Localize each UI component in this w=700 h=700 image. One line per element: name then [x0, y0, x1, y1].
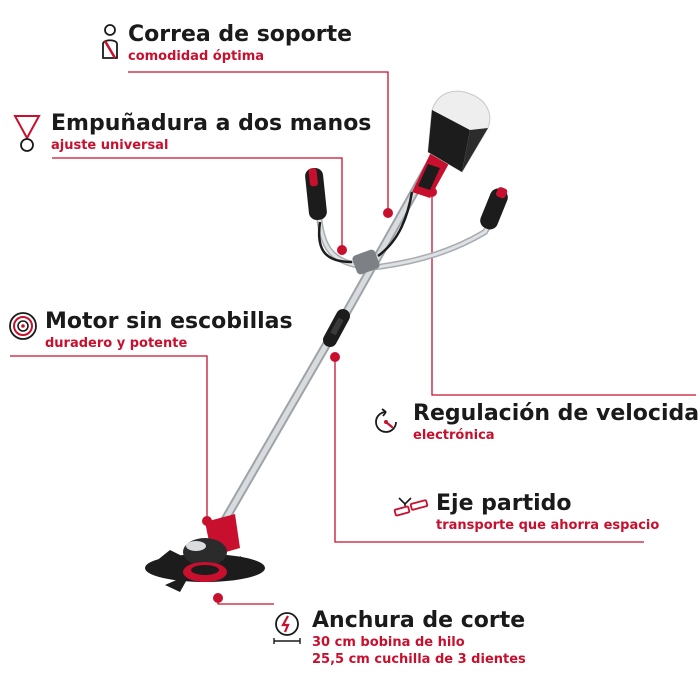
dot-cutting [213, 593, 223, 603]
leader-line-strap [128, 71, 389, 213]
left-grip [305, 167, 327, 221]
feature-motor: Motor sin escobillas duradero y potente [45, 309, 293, 352]
feature-handle: Empuñadura a dos manos ajuste universal [51, 111, 371, 154]
feature-shaft: Eje partido transporte que ahorra espaci… [436, 491, 659, 534]
feature-cutting-subtitle-1: 30 cm bobina de hilo [312, 635, 465, 650]
feature-speed-subtitle: electrónica [413, 428, 495, 443]
right-grip [480, 187, 508, 230]
leader-line-shaft [334, 358, 644, 543]
feature-speed-title: Regulación de velocidad [413, 401, 700, 426]
leader-line-speed [431, 193, 696, 396]
feature-cutting: Anchura de corte 30 cm bobina de hilo 25… [312, 608, 526, 668]
dot-shaft [330, 352, 340, 362]
leader-line-cutting [217, 600, 274, 605]
feature-strap: Correa de soporte comodidad óptima [128, 22, 352, 65]
feature-shaft-title: Eje partido [436, 491, 572, 516]
feature-cutting-subtitle-2: 25,5 cm cuchilla de 3 dientes [312, 652, 526, 667]
brushless-motor-icon [9, 312, 37, 340]
top-housing [412, 90, 491, 198]
two-hand-grip-icon [13, 115, 41, 152]
leader-line-handle [52, 157, 343, 248]
feature-shaft-subtitle: transporte que ahorra espacio [436, 518, 660, 533]
feature-motor-subtitle: duradero y potente [45, 336, 188, 351]
feature-motor-title: Motor sin escobillas [45, 309, 293, 334]
feature-handle-subtitle: ajuste universal [51, 138, 169, 153]
dot-strap [383, 208, 393, 218]
strap-person-icon [102, 24, 118, 59]
speed-regulation-icon [375, 408, 397, 433]
handle-clamp [352, 249, 380, 275]
leader-line-motor [10, 355, 208, 520]
shaft-coupler [323, 309, 350, 347]
cutting-head [145, 514, 265, 592]
feature-handle-title: Empuñadura a dos manos [51, 111, 372, 136]
grass-trimmer [145, 90, 508, 592]
feature-cutting-title: Anchura de corte [312, 608, 526, 633]
feature-strap-title: Correa de soporte [128, 22, 353, 47]
split-shaft-icon [393, 497, 429, 517]
dot-handle [337, 245, 347, 255]
feature-strap-subtitle: comodidad óptima [128, 49, 265, 64]
cutting-width-icon [273, 612, 301, 644]
feature-speed: Regulación de velocidad electrónica [413, 401, 700, 444]
